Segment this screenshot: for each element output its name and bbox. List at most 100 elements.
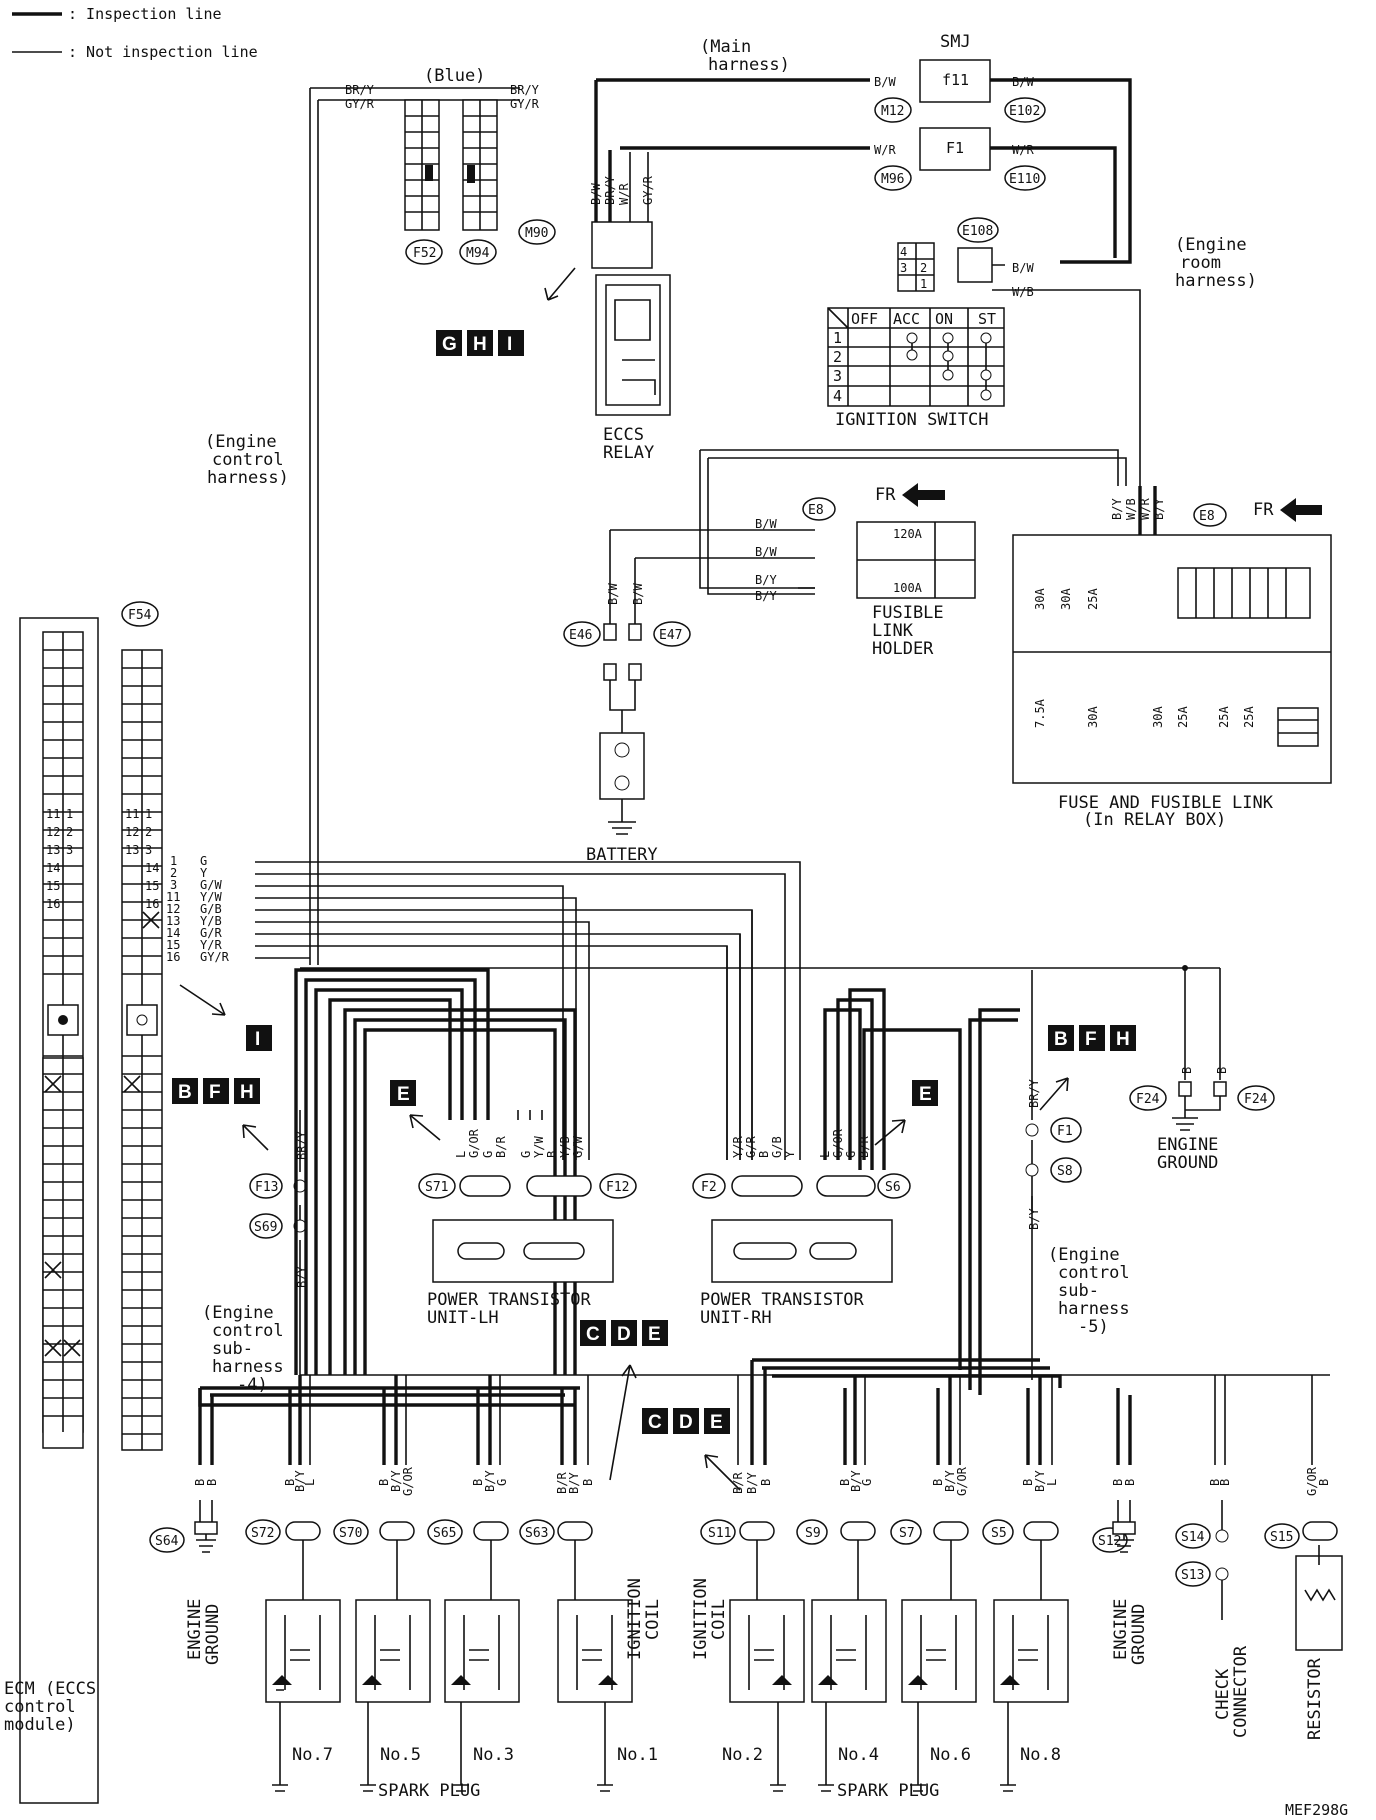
battery-plus <box>614 742 630 758</box>
svg-text:G/OR: G/OR <box>955 1466 969 1496</box>
svg-text:W/R: W/R <box>617 183 631 205</box>
bat-plug-2 <box>628 663 642 681</box>
ecm-grid-a <box>43 632 83 1432</box>
connector-m94: M94 <box>459 239 497 265</box>
relay-box-block <box>1277 707 1319 747</box>
svg-text:F12: F12 <box>606 1180 629 1195</box>
s71-body <box>459 1175 511 1197</box>
svg-text:B/Y: B/Y <box>745 1472 759 1494</box>
connector-f24-2: F24 <box>1237 1085 1275 1111</box>
smj-box-f1 <box>919 127 991 171</box>
svg-text:Y/W: Y/W <box>200 890 222 904</box>
label-ign-coil-left-1: IGNITION <box>625 1578 645 1660</box>
relay-wires <box>594 80 612 225</box>
battery-join <box>609 680 636 735</box>
connector-s71: S71 <box>418 1173 456 1199</box>
svg-text:S63: S63 <box>525 1526 548 1541</box>
fusible-link-grid <box>857 522 975 598</box>
svg-text:B: B <box>1218 1479 1232 1486</box>
svg-text:H: H <box>473 334 487 355</box>
label-ecm-1: ECM (ECCS <box>4 1679 96 1699</box>
label-sub4-3: sub- <box>212 1339 253 1359</box>
harness-vertical <box>309 88 319 965</box>
label-ign-coil-right-2: COIL <box>709 1599 729 1640</box>
label-main-harness-1: (Main <box>700 37 751 57</box>
svg-text:W/B: W/B <box>1124 498 1138 520</box>
ign-pin-3: 3 <box>900 261 907 275</box>
label-engine-ground-right-2: GROUND <box>1129 1604 1149 1665</box>
tag-e-left: E <box>390 1080 416 1106</box>
svg-text:Y/B: Y/B <box>558 1136 572 1158</box>
svg-text:B: B <box>471 1479 485 1486</box>
svg-text:G/OR: G/OR <box>831 1128 845 1158</box>
wire-bw-smj-l: B/W <box>874 75 896 89</box>
svg-text:B/R: B/R <box>555 1472 569 1494</box>
svg-text:ST: ST <box>978 310 996 328</box>
wire-wb-ign: W/B <box>1012 285 1034 299</box>
svg-text:No.6: No.6 <box>930 1745 971 1765</box>
svg-text:3: 3 <box>66 843 73 857</box>
e47-plug <box>628 623 642 641</box>
figure-code: MEF298G <box>1285 1801 1348 1819</box>
label-fusible-1: FUSIBLE <box>872 603 944 623</box>
svg-text:B: B <box>377 1479 391 1486</box>
svg-text:11: 11 <box>166 890 180 904</box>
connector-m12: M12 <box>874 97 912 123</box>
arrow-bfh-left <box>242 1124 269 1151</box>
tag-bfh-right: B F H <box>1048 1025 1136 1051</box>
fr-arrow-2 <box>1280 498 1322 522</box>
ignition-switch-table: OFF ACC ON ST 1 2 3 4 <box>827 307 1005 407</box>
eccs-relay-connector <box>591 221 653 269</box>
svg-text:L: L <box>454 1151 468 1158</box>
connector-f1: F1 <box>1050 1117 1082 1143</box>
wire-bw-ign: B/W <box>1012 261 1034 275</box>
tag-i: I <box>246 1025 272 1051</box>
spark-plug-labels: No.7 No.5 No.3 No.1 No.2 No.4 No.6 No.8 <box>292 1745 1061 1765</box>
label-ign-coil-right-1: IGNITION <box>691 1578 711 1660</box>
svg-text:Y/B: Y/B <box>200 914 222 928</box>
label-fuse-box-2: (In RELAY BOX) <box>1083 810 1226 830</box>
label-fusible-2: LINK <box>872 621 914 641</box>
plug-grounds <box>272 1760 1016 1792</box>
svg-text:B/Y: B/Y <box>849 1470 863 1492</box>
label-main-harness-2: harness) <box>708 55 790 75</box>
label-sub5-2: control <box>1058 1263 1130 1283</box>
fr-arrow-1 <box>902 483 945 507</box>
ptu-rh-bundle-2 <box>968 1008 1020 1395</box>
eccs-relay-circuit <box>614 299 656 395</box>
svg-text:B/Y: B/Y <box>1152 498 1166 520</box>
svg-text:B: B <box>1317 1479 1331 1486</box>
svg-text:S70: S70 <box>339 1526 362 1541</box>
legend-inspection: : Inspection line <box>68 5 222 23</box>
plug-wires <box>279 1702 1009 1760</box>
label-blue: (Blue) <box>424 66 485 86</box>
bottom-drops-thin <box>309 1375 1313 1465</box>
ground-bus-top <box>300 967 1221 1080</box>
svg-text:G: G <box>442 334 457 355</box>
smj-wire-wr <box>620 146 1117 258</box>
svg-text:S13: S13 <box>1181 1568 1204 1583</box>
svg-text:G: G <box>860 1479 874 1486</box>
svg-text:B: B <box>193 1479 207 1486</box>
label-ptu-lh-2: UNIT-LH <box>427 1308 499 1328</box>
e46-plug <box>603 623 617 641</box>
svg-text:30A: 30A <box>1086 706 1100 728</box>
connector-e110: E110 <box>1004 165 1046 191</box>
svg-text:G: G <box>481 1151 495 1158</box>
ign-pin-2: 2 <box>920 261 927 275</box>
ptu-lh-ticks <box>517 1110 543 1120</box>
label-sub4-2: control <box>212 1321 284 1341</box>
svg-text:B/R: B/R <box>494 1136 508 1158</box>
arrow-bfh-right <box>1039 1077 1069 1111</box>
label-resistor: RESISTOR <box>1305 1657 1325 1740</box>
svg-text:B/Y: B/Y <box>567 1472 581 1494</box>
svg-text:G/R: G/R <box>744 1136 758 1158</box>
svg-text:B/R: B/R <box>857 1136 871 1158</box>
svg-text:No.5: No.5 <box>380 1745 421 1765</box>
wire-by-f3: B/Y <box>755 573 777 587</box>
label-eccs-relay-2: RELAY <box>603 443 654 463</box>
svg-text:D: D <box>679 1412 693 1433</box>
connector-f12: F12 <box>599 1173 637 1199</box>
svg-text:15: 15 <box>145 879 159 893</box>
